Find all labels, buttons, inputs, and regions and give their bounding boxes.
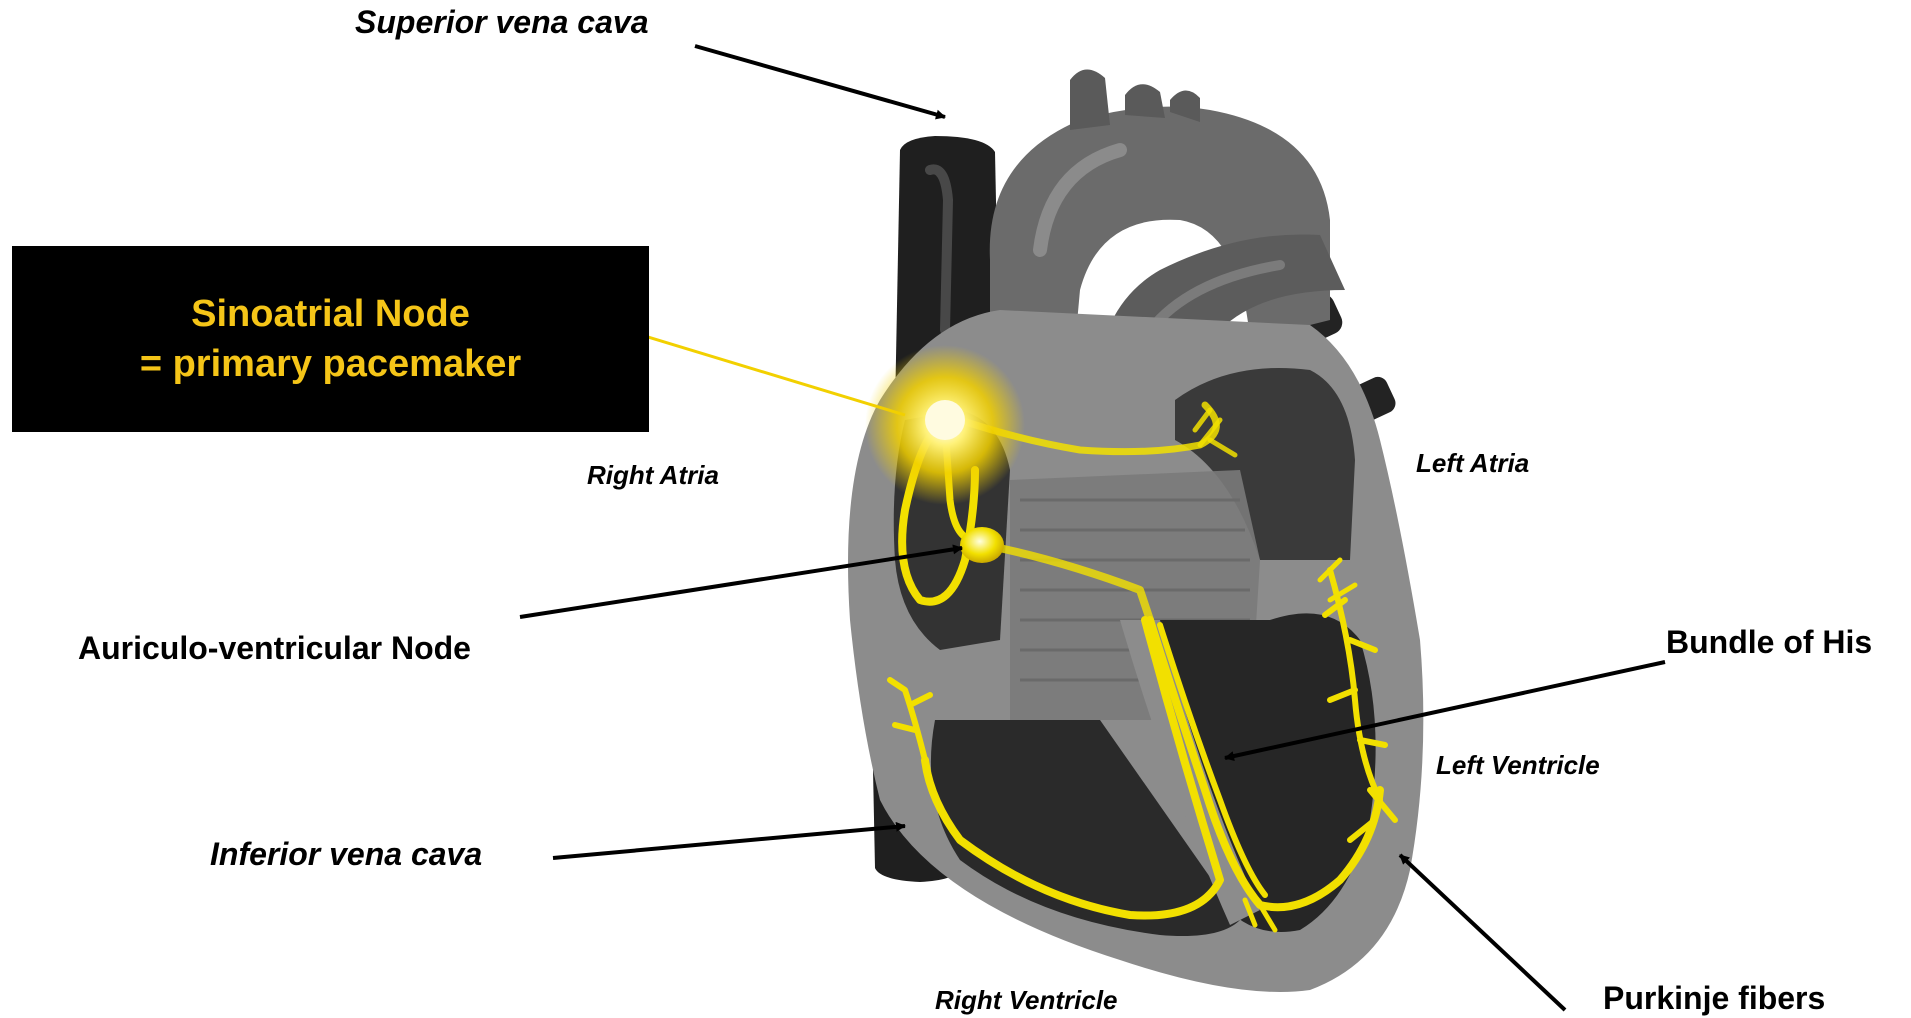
av-node bbox=[960, 527, 1004, 563]
sa-node bbox=[925, 400, 965, 440]
sa-node-title: Sinoatrial Node bbox=[191, 289, 470, 339]
pointer-sa-node bbox=[625, 330, 905, 415]
sa-node-subtitle: = primary pacemaker bbox=[140, 339, 521, 389]
pointer-purkinje-fibers bbox=[1400, 855, 1565, 1010]
label-superior-vena-cava: Superior vena cava bbox=[355, 4, 648, 41]
label-inferior-vena-cava: Inferior vena cava bbox=[210, 836, 482, 873]
label-left-atria: Left Atria bbox=[1416, 448, 1529, 479]
label-right-atria: Right Atria bbox=[587, 460, 719, 491]
label-left-ventricle: Left Ventricle bbox=[1436, 750, 1600, 781]
heart-illustration bbox=[848, 69, 1423, 992]
label-purkinje-fibers: Purkinje fibers bbox=[1603, 980, 1825, 1017]
aortic-branch-1 bbox=[1070, 69, 1110, 130]
label-av-node: Auriculo-ventricular Node bbox=[78, 630, 471, 667]
label-bundle-of-his: Bundle of His bbox=[1666, 624, 1872, 661]
sa-node-callout: Sinoatrial Node = primary pacemaker bbox=[12, 246, 649, 432]
pointer-superior-vena-cava bbox=[695, 46, 945, 117]
pointer-inferior-vena-cava bbox=[553, 826, 905, 858]
aortic-branch-2 bbox=[1125, 84, 1165, 118]
label-right-ventricle: Right Ventricle bbox=[935, 985, 1118, 1016]
